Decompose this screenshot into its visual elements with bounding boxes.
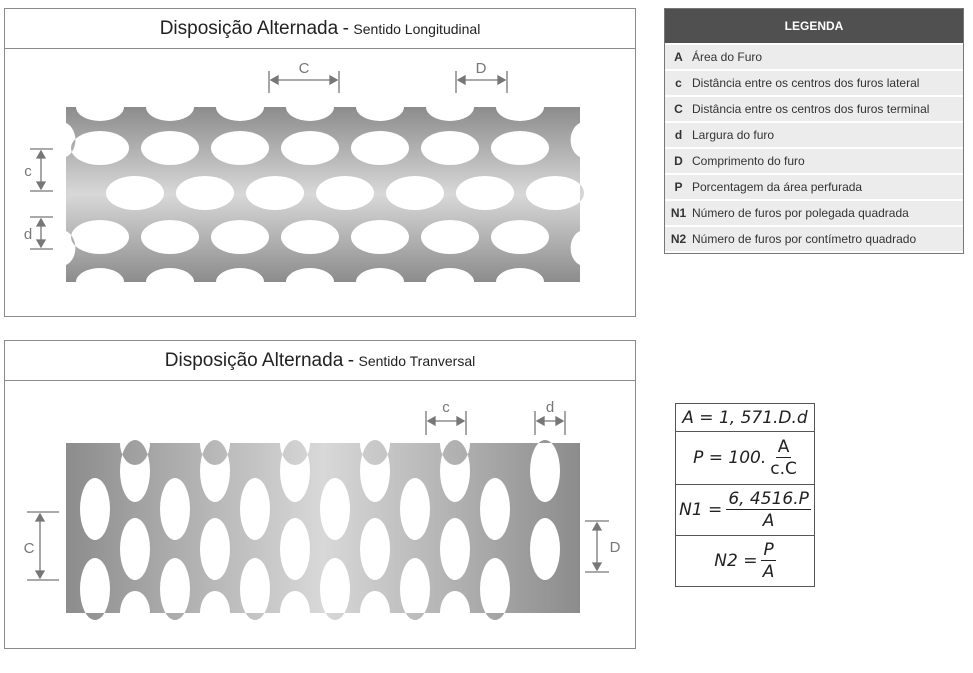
formula-n2-num: P xyxy=(761,539,776,561)
formula-percent-lhs: P = 100. xyxy=(693,448,767,468)
longitudinal-dimensions xyxy=(30,71,508,250)
legend-title: LEGENDA xyxy=(665,9,963,43)
legend-text: Distância entre os centros dos furos ter… xyxy=(692,102,930,116)
dim-label-C-long: C xyxy=(299,60,310,77)
transversal-plate xyxy=(66,440,580,620)
legend-text: Área do Furo xyxy=(692,50,763,64)
formula-n2-den: A xyxy=(762,561,775,582)
formula-n1-num: 6, 4516.P xyxy=(726,488,811,510)
panel-longitudinal-dash: - xyxy=(342,18,349,39)
formula-percent-num: A xyxy=(775,436,792,458)
legend-key: P xyxy=(674,180,683,194)
panel-transversal-title: Disposição Alternada xyxy=(164,350,344,371)
legend-key: N2 xyxy=(670,232,687,246)
dim-label-D-trans: D xyxy=(610,539,621,556)
dim-label-D-long: D xyxy=(476,60,487,77)
legend-row: c Distância entre os centros dos furos la… xyxy=(665,71,963,95)
legend-key: C xyxy=(674,102,683,116)
legend-row: N2 Número de furos por contímetro quadrad… xyxy=(665,227,963,251)
legend-key: N1 xyxy=(670,206,687,220)
formula-n2-lhs: N2 = xyxy=(714,551,758,571)
panel-transversal-dash: - xyxy=(347,350,355,371)
legend-row: C Distância entre os centros dos furos te… xyxy=(665,97,963,121)
legend-text: Largura do furo xyxy=(692,128,775,142)
legend-key: A xyxy=(674,50,683,64)
legend-row: A Área do Furo xyxy=(665,45,963,69)
legend-key: D xyxy=(674,154,683,168)
dim-label-c-long: c xyxy=(24,163,32,180)
panel-longitudinal-subtitle: Sentido Longitudinal xyxy=(353,21,481,37)
panel-longitudinal-title: Disposição Alternada xyxy=(159,18,339,39)
dim-label-c-trans: c xyxy=(442,399,450,416)
longitudinal-diagram: C D c d xyxy=(24,60,584,282)
dim-label-C-trans: C xyxy=(24,540,35,557)
panel-longitudinal: Disposição Alternada - Sentido Longitudi… xyxy=(4,8,636,317)
formula-area-rhs: 1, 571.D.d xyxy=(718,407,808,428)
formula-area: A = 1, 571.D.d xyxy=(676,404,814,432)
legend-row: P Porcentagem da área perfurada xyxy=(665,175,963,199)
legend-row: N1 Número de furos por polegada quadrada xyxy=(665,201,963,225)
legend-text: Comprimento do furo xyxy=(692,154,805,168)
legend-text: Número de furos por polegada quadrada xyxy=(692,206,909,220)
formula-percent-den: c.C xyxy=(770,458,797,479)
panel-transversal-header: Disposição Alternada - Sentido Tranversa… xyxy=(5,341,635,381)
longitudinal-plate xyxy=(66,107,584,282)
legend-row: D Comprimento do furo xyxy=(665,149,963,173)
formula-n1-lhs: N1 = xyxy=(679,500,723,520)
transversal-dimensions xyxy=(27,411,609,581)
formula-n1-den: A xyxy=(762,510,775,531)
dim-label-d-trans: d xyxy=(546,399,554,416)
transversal-diagram: c d C D xyxy=(24,399,621,620)
panel-transversal-subtitle: Sentido Tranversal xyxy=(358,353,476,369)
panel-transversal: Disposição Alternada - Sentido Tranversa… xyxy=(4,340,636,649)
legend-text: Distância entre os centros dos furos lat… xyxy=(692,76,920,90)
legend-text: Porcentagem da área perfurada xyxy=(692,180,863,194)
panel-longitudinal-header: Disposição Alternada - Sentido Longitudi… xyxy=(5,9,635,49)
legend-key: d xyxy=(674,128,683,142)
formula-area-lhs: A = xyxy=(682,407,714,428)
legend-key: c xyxy=(675,76,682,90)
legend-row: d Largura do furo xyxy=(665,123,963,147)
dim-label-d-long: d xyxy=(24,226,32,243)
legend-text: Número de furos por contímetro quadrado xyxy=(692,232,917,246)
